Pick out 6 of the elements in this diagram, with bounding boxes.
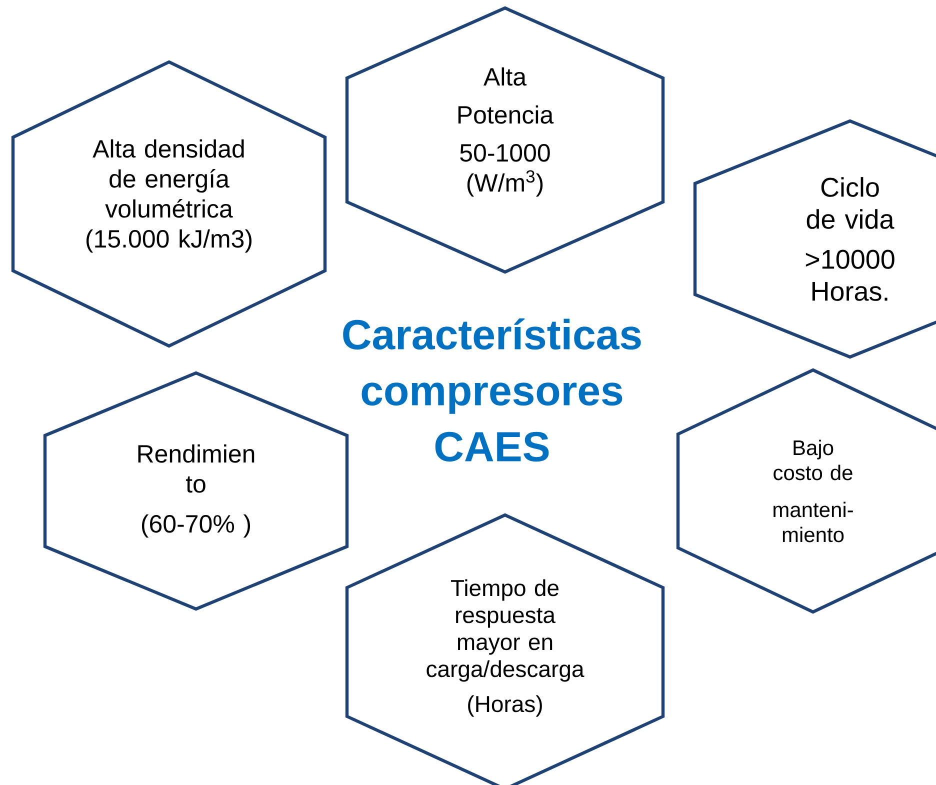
hexagon-box: Rendimien to (60-70% )	[43, 371, 349, 611]
hexagon-box: Tiempo de respuesta mayor en carga/descarga (Horas)	[345, 513, 665, 785]
hexagon-box: Alta densidad de energía volumétrica (15.000 kJ/m3)	[11, 60, 327, 348]
hexagon-box: Alta Potencia 50-1000 (W/m$^{3}$)	[345, 6, 665, 274]
hexagon-box: Ciclo de vida >10000 Horas.	[693, 119, 936, 359]
hexagon-box: Bajo costo de manteni- miento	[676, 368, 936, 614]
